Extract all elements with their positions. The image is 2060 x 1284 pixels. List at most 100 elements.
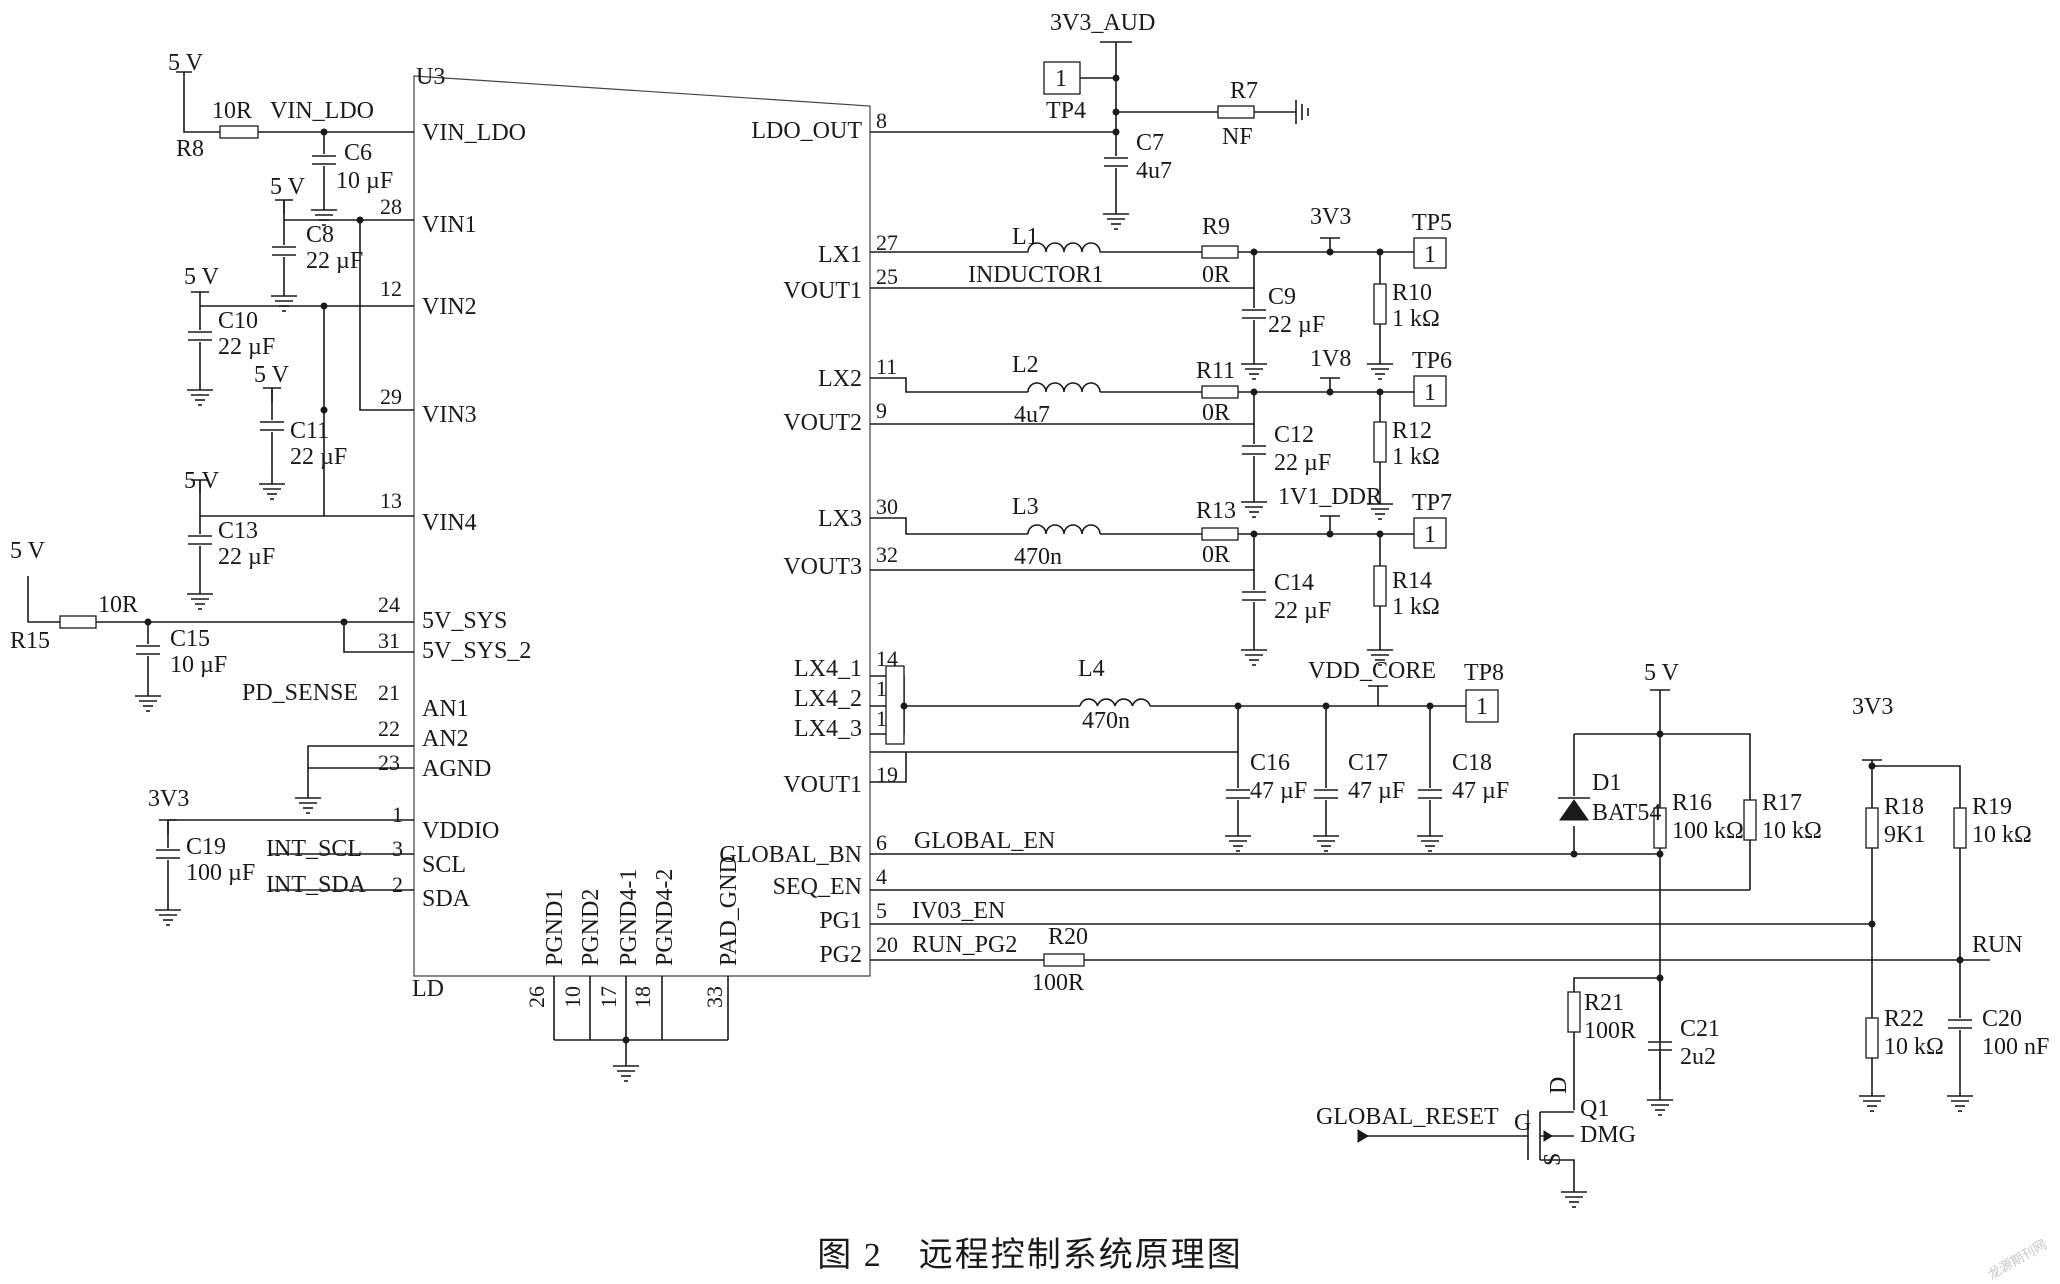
pin-num-21: 21 xyxy=(378,680,400,705)
c9-ref: C9 xyxy=(1268,284,1296,310)
tp6-ref: TP6 xyxy=(1412,348,1452,374)
pin-pg2: PG2 xyxy=(819,942,862,968)
pin-lx1: LX1 xyxy=(818,242,862,268)
pin-num-33: 33 xyxy=(702,986,727,1008)
c18-value: 47 µF xyxy=(1452,778,1509,804)
r16-value: 100 kΩ xyxy=(1672,818,1744,844)
pin-num-24: 24 xyxy=(378,592,400,617)
c10-ref: C10 xyxy=(218,308,258,334)
pin-vddio: VDDIO xyxy=(422,818,499,844)
c13-ref: C13 xyxy=(218,518,258,544)
left-capacitor-symbols xyxy=(59,125,337,859)
tp8-pin: 1 xyxy=(1476,694,1488,720)
pin-num-10: 10 xyxy=(560,986,585,1008)
r15-ref: R15 xyxy=(10,628,50,654)
rail-5v-ldo: 5 V xyxy=(168,50,204,76)
tp5-ref: TP5 xyxy=(1412,210,1452,236)
r22-ref: R22 xyxy=(1884,1006,1924,1032)
pin-pgnd4-1: PGND4-1 xyxy=(616,869,642,966)
pin-num-20: 20 xyxy=(876,932,898,957)
pin-num-22: 22 xyxy=(378,716,400,741)
d1-ref: D1 xyxy=(1592,770,1621,796)
pin-pgnd1: PGND1 xyxy=(542,889,568,966)
left-junctions xyxy=(144,128,630,1044)
pin-num-2: 2 xyxy=(392,872,403,897)
rail-3v3-c19: 3V3 xyxy=(148,786,189,812)
r9-value: 0R xyxy=(1202,262,1230,288)
ldo-output-wiring xyxy=(870,41,1309,230)
c11-ref: C11 xyxy=(290,418,329,444)
tp4-pin: 1 xyxy=(1055,66,1067,92)
pin-global-bn: GLOBAL_BN xyxy=(719,842,862,868)
c19-value: 100 µF xyxy=(186,860,255,886)
r13-value: 0R xyxy=(1202,542,1230,568)
pin-num-5: 5 xyxy=(876,898,887,923)
c12-ref: C12 xyxy=(1274,422,1314,448)
r14-value: 1 kΩ xyxy=(1392,594,1440,620)
pin-pg1: PG1 xyxy=(819,908,862,934)
r12-value: 1 kΩ xyxy=(1392,444,1440,470)
pin-num-9: 9 xyxy=(876,398,887,423)
c8-value: 22 µF xyxy=(306,248,363,274)
pin-vout1-b: VOUT1 xyxy=(783,772,862,798)
c8-ref: C8 xyxy=(306,222,334,248)
pin-num-4: 4 xyxy=(876,864,887,889)
r21-ref: R21 xyxy=(1584,990,1624,1016)
buck1-wiring xyxy=(870,237,1447,380)
rail-1v1-ddr: 1V1_DDR xyxy=(1278,484,1382,510)
c7-value: 4u7 xyxy=(1136,158,1172,184)
c11-value: 22 µF xyxy=(290,444,347,470)
l1-value: INDUCTOR1 xyxy=(968,262,1104,288)
rail-5v-d1: 5 V xyxy=(1644,660,1680,686)
l2-value: 4u7 xyxy=(1014,402,1050,428)
pin-num-8: 8 xyxy=(876,108,887,133)
r15-value: 10R xyxy=(98,592,138,618)
c14-ref: C14 xyxy=(1274,570,1314,596)
pin-sda: SDA xyxy=(422,886,471,912)
c17-ref: C17 xyxy=(1348,750,1388,776)
net-iv03-en: IV03_EN xyxy=(912,898,1005,924)
c12-value: 22 µF xyxy=(1274,450,1331,476)
pin-num-1: 1 xyxy=(392,802,403,827)
ic-ref: U3 xyxy=(416,64,445,90)
pin-pad-gnd: PAD_GND xyxy=(716,856,742,966)
r14-ref: R14 xyxy=(1392,568,1432,594)
left-power-symbols xyxy=(158,199,294,835)
rail-5v-c11: 5 V xyxy=(254,362,290,388)
enable-wiring xyxy=(870,689,1990,1208)
r10-ref: R10 xyxy=(1392,280,1432,306)
r12-ref: R12 xyxy=(1392,418,1432,444)
r8-ref: R8 xyxy=(176,136,204,162)
pin-num-12: 12 xyxy=(380,276,402,301)
pin-num-26: 26 xyxy=(524,986,549,1008)
pin-num-14: 14 xyxy=(876,646,898,671)
pin-vout2: VOUT2 xyxy=(783,410,862,436)
r20-ref: R20 xyxy=(1048,924,1088,950)
pin-num-11: 11 xyxy=(876,354,897,379)
r11-value: 0R xyxy=(1202,400,1230,426)
c15-ref: C15 xyxy=(170,626,210,652)
pin-lx4-1: LX4_1 xyxy=(794,656,862,682)
r10-value: 1 kΩ xyxy=(1392,306,1440,332)
rail-5v-r15: 5 V xyxy=(10,538,46,564)
pin-ldo-out: LDO_OUT xyxy=(751,118,862,144)
pin-vout1-a: VOUT1 xyxy=(783,278,862,304)
net-vin-ldo: VIN_LDO xyxy=(270,98,374,124)
r17-ref: R17 xyxy=(1762,790,1802,816)
pin-num-31: 31 xyxy=(378,628,400,653)
pin-num-3: 3 xyxy=(392,836,403,861)
l4-value: 470n xyxy=(1082,708,1130,734)
q1-source-label: S xyxy=(1540,1153,1566,1166)
tp5-pin: 1 xyxy=(1424,242,1436,268)
rail-3v3-out: 3V3 xyxy=(1310,204,1351,230)
c18-ref: C18 xyxy=(1452,750,1492,776)
pin-pgnd2: PGND2 xyxy=(578,889,604,966)
q1-value: DMG xyxy=(1580,1122,1636,1148)
rail-5v-c8: 5 V xyxy=(270,174,306,200)
l4-ref: L4 xyxy=(1078,656,1105,682)
pin-seq-en: SEQ_EN xyxy=(773,874,862,900)
pin-vout3: VOUT3 xyxy=(783,554,862,580)
pin-num-6: 6 xyxy=(876,830,887,855)
l3-ref: L3 xyxy=(1012,494,1039,520)
